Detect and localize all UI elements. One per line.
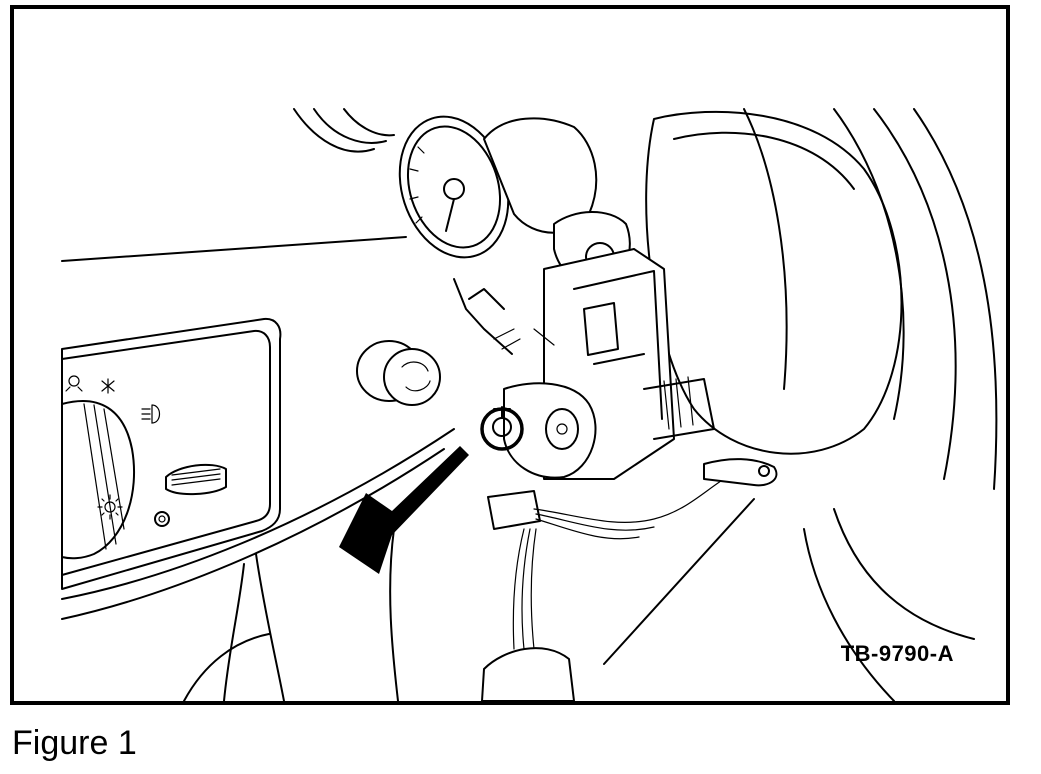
dimmer-sun-icon [97,494,123,520]
steering-wheel [645,108,998,701]
arrow-icon [339,446,469,574]
dimmer-thumbwheel [165,463,227,496]
lock-cylinder-release-callout [480,406,524,451]
headlamp-icon [65,375,83,392]
trim-plug [356,340,441,406]
instrument-gauges [293,108,510,259]
wiring-harness [481,458,778,701]
technical-bulletin-code: TB-9790-A [840,641,954,666]
parking-lamp-icon [101,378,115,394]
figure-frame: TB-9790-A [10,5,1010,705]
dashboard-illustration [61,108,998,701]
fog-lamp-icon [141,404,161,424]
headlamp-switch-panel [61,317,282,590]
figure-caption: Figure 1 [12,724,137,762]
ignition-switch-assembly [503,248,715,480]
